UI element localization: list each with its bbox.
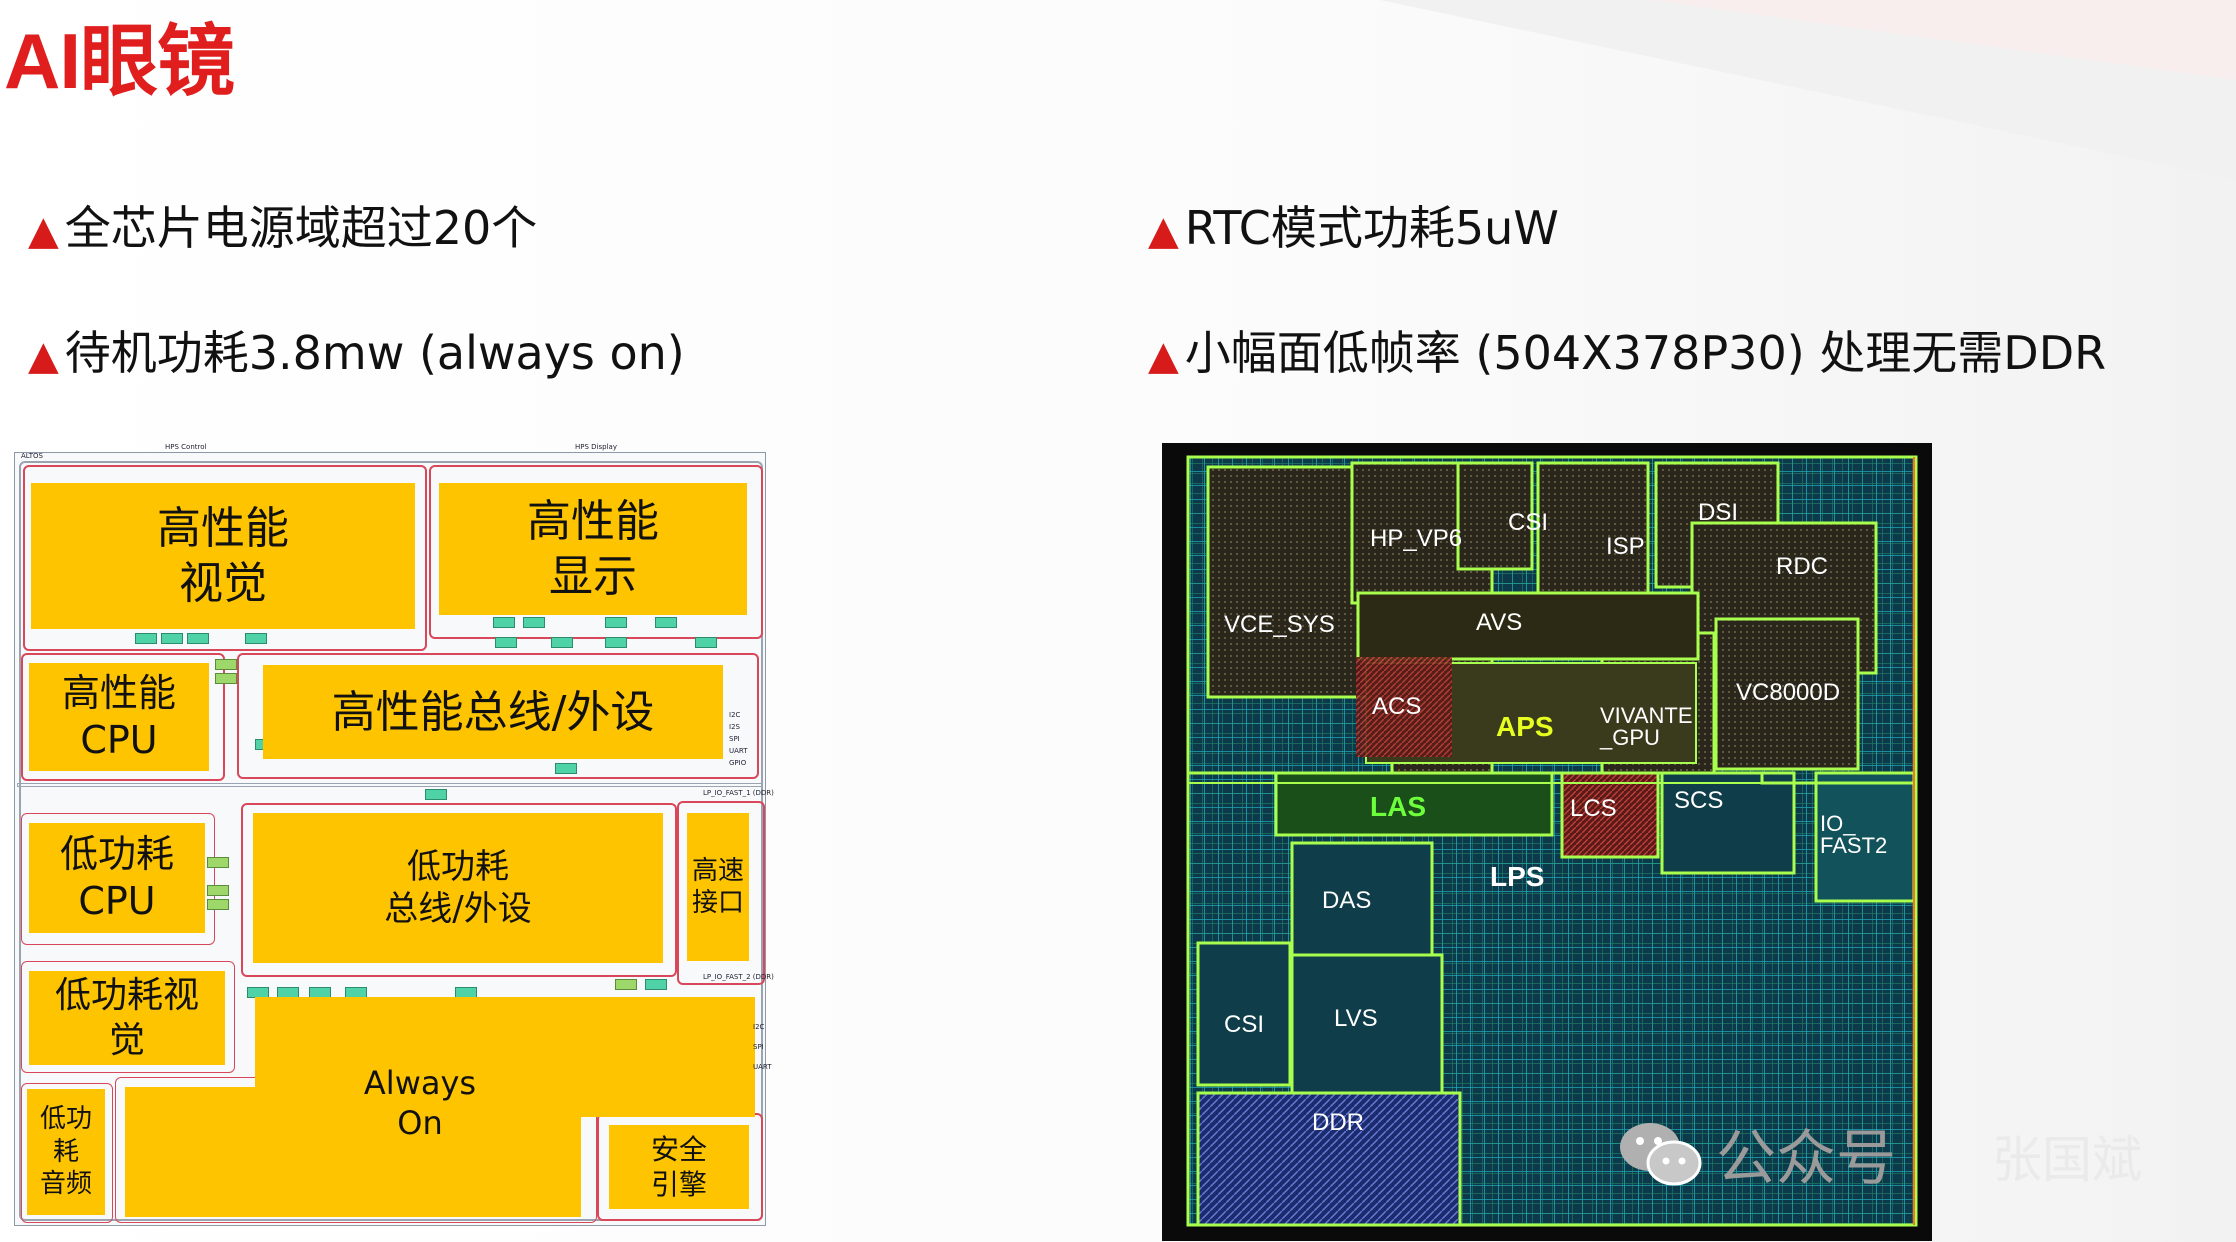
tiny-label: LP_IO_FAST_2 (DDR) [703,973,774,981]
die-label-acs: ACS [1372,693,1422,720]
die-label-avs: AVS [1476,609,1523,636]
chip [207,885,229,896]
die-label-lcs: LCS [1570,795,1617,822]
chip [655,617,677,628]
chip [555,763,577,774]
block-hp-bus: 高性能总线/外设 [263,665,723,759]
region-outline [21,653,225,781]
bullet-text: 小幅面低帧率 (504X378P30) 处理无需DDR [1184,326,2107,380]
region-outline [19,461,763,1221]
bullet-text: 全芯片电源域超过20个 [64,201,538,255]
block-hp-cpu: 高性能 CPU [29,663,209,771]
chip [207,899,229,910]
chip [245,633,267,644]
bullet-standby-power: ▲待机功耗3.8mw (always on) [28,330,685,376]
block-lp-bus: 低功耗 总线/外设 [253,813,663,963]
tiny-label: SPI [753,1043,764,1051]
die-label-rdc: RDC [1776,553,1828,580]
die-label-das: DAS [1322,887,1372,914]
bullet-text: RTC模式功耗5uW [1184,201,1559,255]
chip [161,633,183,644]
tiny-label: UART [753,1063,772,1071]
chip [551,637,573,648]
die-label-csi-top: CSI [1508,509,1549,536]
chip [615,979,637,990]
die-label-lvs: LVS [1334,1005,1378,1032]
region-outline [21,813,215,945]
die-label-scs: SCS [1674,787,1724,814]
tiny-label: I2C [753,1023,765,1031]
tiny-label: I2S [729,723,740,731]
die-label-hp-vp6: HP_VP6 [1370,525,1463,552]
block-lp-audio: 低功 耗 音频 [27,1089,105,1215]
bullet-text: 待机功耗3.8mw (always on) [64,326,685,380]
block-always-on-bottom [125,1087,581,1217]
region-outline [23,465,427,651]
block-hp-display: 高性能 显示 [439,483,747,615]
region-outline [237,653,759,779]
watermark-text: 公众号 [1716,1124,1896,1194]
die-label-io-fast2: IO_ FAST2 [1820,811,1888,858]
region-outline [241,803,677,977]
tiny-label: LP_IO_FAST_1 (DDR) [703,789,774,797]
triangle-marker-icon: ▲ [28,208,59,254]
chip [523,617,545,628]
chip-die-layout: VCE_SYS HP_VP6 CSI ISP DSI RDC AVS ACS A… [1162,443,1932,1241]
chip [135,633,157,644]
tiny-label: SPI [729,735,740,743]
slide-title: AI眼镜 [4,17,235,105]
watermark: 公众号 [1618,1110,1896,1197]
tiny-label: GPIO [729,759,747,767]
die-label-vivante-gpu: VIVANTE _GPU [1600,703,1693,750]
tiny-label: HPS Display [575,443,617,451]
chip [425,789,447,800]
watermark-author-name: 张国斌 [1992,1131,2142,1189]
chip [605,637,627,648]
tiny-label: UART [729,747,748,755]
chip [493,617,515,628]
tiny-label: I2C [729,711,741,719]
block-lp-vision: 低功耗视 觉 [29,971,225,1065]
triangle-marker-icon: ▲ [1148,333,1179,379]
chip [215,659,237,670]
region-outline [677,801,765,985]
triangle-marker-icon: ▲ [1148,208,1179,254]
bullet-rtc-power: ▲RTC模式功耗5uW [1148,205,1559,251]
region-outline [21,961,235,1073]
wechat-icon [1620,1122,1702,1185]
die-label-lps: LPS [1490,861,1545,892]
soc-block-diagram: ALTOS HPS Control HPS Display LP_IO_FAST… [14,443,774,1226]
block-security-engine: 安全 引擎 [609,1125,749,1209]
block-hs-interface: 高速 接口 [687,813,749,961]
chip [695,637,717,648]
die-label-dsi: DSI [1698,499,1739,526]
die-label-aps: APS [1496,711,1554,742]
die-layout-svg [1162,443,1932,1241]
bullet-power-domains: ▲全芯片电源域超过20个 [28,205,537,251]
region-outline [21,1083,113,1223]
tiny-label: ALTOS [21,452,43,460]
block-always-on: Always On [363,1064,477,1142]
region-outline [17,783,763,787]
die-label-isp: ISP [1606,533,1645,560]
die-label-csi-bottom: CSI [1224,1011,1265,1038]
die-label-vc8000d: VC8000D [1736,679,1841,706]
chip [645,979,667,990]
chip [605,617,627,628]
block-lp-cpu: 低功耗 CPU [29,823,205,933]
chip [215,673,237,684]
die-label-vce-sys: VCE_SYS [1224,611,1335,638]
block-hp-vision: 高性能 视觉 [31,483,415,629]
die-label-ddr: DDR [1312,1109,1364,1136]
chip [495,637,517,648]
bullet-small-frame: ▲小幅面低帧率 (504X378P30) 处理无需DDR [1148,330,2106,376]
chip [207,857,229,868]
region-outline [429,465,763,639]
chip [187,633,209,644]
triangle-marker-icon: ▲ [28,333,59,379]
die-label-las: LAS [1370,791,1426,822]
tiny-label: HPS Control [165,443,207,451]
